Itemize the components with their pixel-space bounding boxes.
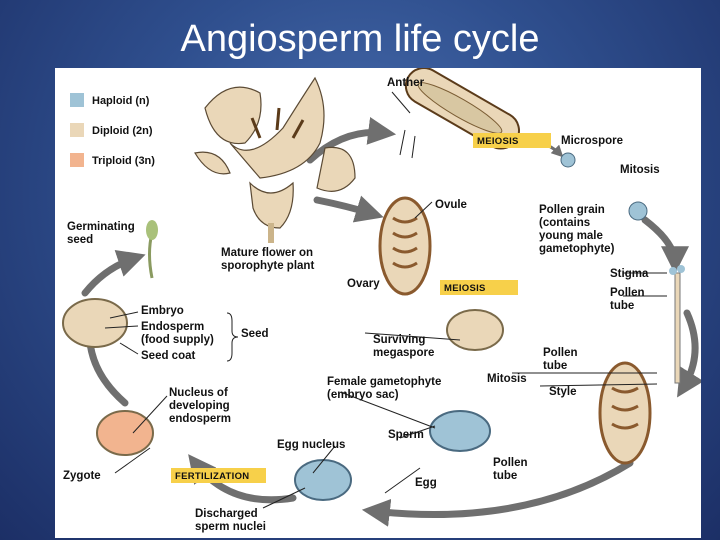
label-seed-coat: Seed coat	[141, 350, 195, 362]
label-surviving-2: megaspore	[373, 347, 434, 359]
microspore-cell	[560, 152, 576, 168]
label-female-1: Female gametophyte	[327, 376, 441, 388]
fertilization-label: FERTILIZATION	[175, 471, 249, 482]
meiosis-mid-box	[440, 280, 518, 295]
label-surviving-1: Surviving	[373, 334, 425, 346]
arrow-flower-to-ovule	[313, 195, 384, 223]
label-female-2: (embryo sac)	[327, 389, 399, 401]
label-nucleus-2: developing	[169, 400, 230, 412]
arrow-flower-to-anther	[306, 117, 397, 164]
endosperm-nucleus-illustration	[96, 410, 154, 456]
seed-illustration	[62, 298, 128, 348]
label-stigma: Stigma	[610, 268, 649, 280]
fertilization-box	[171, 468, 266, 483]
legend-label-triploid: Triploid (3n)	[92, 155, 155, 167]
germinating-seed-illustration	[146, 220, 158, 279]
label-style: Style	[549, 386, 577, 398]
label-pollen-tube-1b: tube	[610, 300, 634, 312]
label-mitosis-center: Mitosis	[487, 373, 527, 385]
ovule-illustration	[378, 196, 432, 296]
label-germinating-2: seed	[67, 234, 93, 246]
anther-illustration	[399, 68, 520, 159]
label-seed: Seed	[241, 328, 269, 340]
surviving-megaspore-illustration	[446, 309, 504, 351]
label-egg: Egg	[415, 477, 437, 489]
female-gametophyte-illustration	[429, 410, 491, 452]
legend-swatch-diploid	[70, 123, 84, 137]
arrow-bottom-return	[361, 459, 634, 527]
label-anther: Anther	[387, 77, 425, 89]
label-mature-flower-2: sporophyte plant	[221, 260, 314, 272]
label-pollen-grain-3: young male	[539, 230, 603, 242]
label-mature-flower-1: Mature flower on	[221, 247, 313, 259]
label-discharged-1: Discharged	[195, 508, 258, 520]
arrow-pollen-to-stigma	[641, 216, 689, 275]
label-endosperm-1: Endosperm	[141, 321, 204, 333]
label-pollen-grain-4: gametophyte)	[539, 243, 615, 255]
label-discharged-2: sperm nuclei	[195, 521, 266, 533]
label-microspore: Microspore	[561, 135, 623, 147]
label-germinating-1: Germinating	[67, 221, 135, 233]
slide-title: Angiosperm life cycle	[180, 18, 540, 60]
label-embryo: Embryo	[141, 305, 184, 317]
mature-flower-illustration	[194, 76, 356, 243]
label-pollen-tube-1a: Pollen	[610, 287, 645, 299]
label-mitosis-right: Mitosis	[620, 164, 660, 176]
arrow-down-right	[677, 309, 701, 398]
legend: Haploid (n) Diploid (2n) Triploid (3n)	[70, 93, 155, 167]
pollen-grain-cell	[628, 201, 648, 221]
label-nucleus-1: Nucleus of	[169, 387, 228, 399]
pistil-illustration	[598, 265, 685, 465]
label-ovary: Ovary	[347, 278, 380, 290]
label-pollen-tube-2a: Pollen	[543, 347, 578, 359]
legend-label-haploid: Haploid (n)	[92, 95, 150, 107]
label-pollen-grain-2: (contains	[539, 217, 590, 229]
label-pollen-tube-3b: tube	[493, 470, 517, 482]
label-pollen-tube-2b: tube	[543, 360, 567, 372]
label-zygote: Zygote	[63, 470, 101, 482]
label-ovule: Ovule	[435, 199, 467, 211]
label-pollen-grain-1: Pollen grain	[539, 204, 605, 216]
legend-swatch-triploid	[70, 153, 84, 167]
label-endosperm-2: (food supply)	[141, 334, 214, 346]
label-egg-nucleus: Egg nucleus	[277, 439, 345, 451]
leader-lines	[104, 91, 667, 509]
meiosis-top-box	[473, 133, 551, 148]
diagram-panel: Haploid (n) Diploid (2n) Triploid (3n)	[55, 68, 701, 538]
meiosis-top-label: MEIOSIS	[477, 136, 519, 147]
meiosis-mid-label: MEIOSIS	[444, 283, 486, 294]
label-pollen-tube-3a: Pollen	[493, 457, 528, 469]
legend-label-diploid: Diploid (2n)	[92, 125, 153, 137]
label-sperm: Sperm	[388, 429, 424, 441]
label-nucleus-3: endosperm	[169, 413, 231, 425]
discharged-sperm-illustration	[294, 459, 352, 501]
seed-bracket	[226, 312, 239, 362]
arrow-seed-to-germinating	[81, 250, 146, 297]
legend-swatch-haploid	[70, 93, 84, 107]
